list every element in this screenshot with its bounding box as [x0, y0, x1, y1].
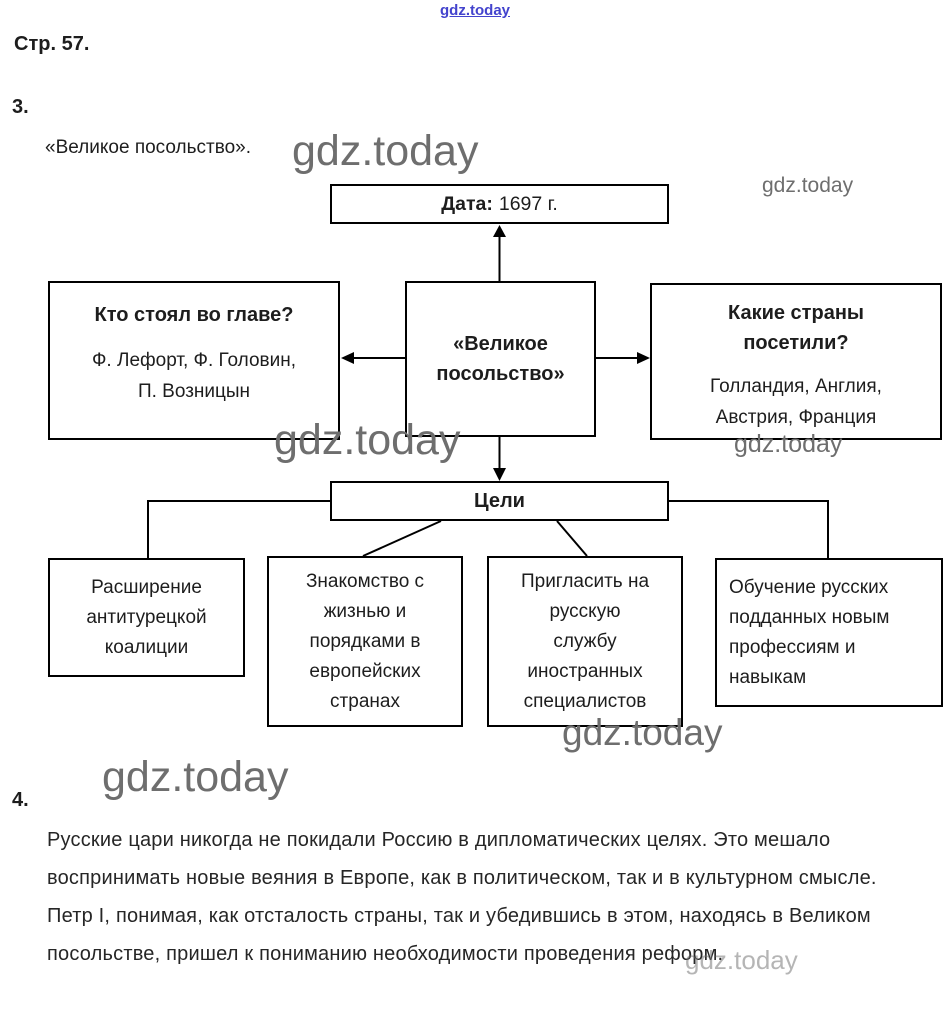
arrow-up-head	[493, 225, 506, 237]
goal-box-4: Обучение русских подданных новым професс…	[715, 558, 943, 707]
task-3-intro: «Великое посольство».	[45, 137, 252, 158]
watermark-bottom-left: gdz.today	[102, 753, 289, 801]
countries-title: Какие страны посетили?	[728, 302, 864, 354]
page-title: Стр. 57.	[14, 33, 90, 55]
top-watermark-link[interactable]: gdz.today	[440, 2, 510, 19]
watermark-top-right: gdz.today	[762, 174, 854, 197]
leaders-box: Кто стоял во главе? Ф. Лефорт, Ф. Голови…	[48, 281, 340, 440]
date-box: Дата: 1697 г.	[330, 184, 669, 224]
goal-1-text: Расширение антитурецкой коалиции	[86, 576, 207, 658]
goals-box: Цели	[330, 481, 669, 521]
date-label: Дата:	[441, 192, 493, 215]
connector-goal-2	[362, 520, 442, 557]
task-4-answer: Русские цари никогда не покидали Россию …	[47, 829, 877, 965]
leaders-title: Кто стоял во главе?	[94, 304, 294, 326]
task-3-number: 3.	[12, 96, 29, 118]
countries-body: Голландия, Англия, Австрия, Франция	[710, 376, 882, 428]
watermark-intro: gdz.today	[292, 127, 479, 175]
goal-3-text: Пригласить на русскую службу иностранных…	[520, 570, 650, 712]
task-4-number: 4.	[12, 789, 29, 811]
embassy-title: «Великое посольство»	[436, 333, 565, 385]
goal-2-text: Знакомство с жизнью и порядками в европе…	[305, 570, 425, 712]
countries-box: Какие страны посетили? Голландия, Англия…	[650, 283, 942, 440]
connector-goal-1	[147, 500, 330, 558]
goals-title: Цели	[474, 489, 525, 512]
arrow-right-head	[637, 352, 650, 364]
goal-4-text: Обучение русских подданных новым професс…	[729, 576, 890, 688]
arrow-left-head	[341, 352, 354, 364]
goal-box-3: Пригласить на русскую службу иностранных…	[487, 556, 683, 727]
date-value: 1697 г.	[498, 192, 558, 215]
embassy-box: «Великое посольство»	[405, 281, 596, 437]
goal-box-1: Расширение антитурецкой коалиции	[48, 558, 245, 677]
connector-goal-3	[556, 520, 588, 557]
goal-box-2: Знакомство с жизнью и порядками в европе…	[267, 556, 463, 727]
arrow-down-head	[493, 468, 506, 481]
leaders-body: Ф. Лефорт, Ф. Головин, П. Возницын	[91, 350, 297, 402]
connector-goal-4	[669, 500, 829, 558]
